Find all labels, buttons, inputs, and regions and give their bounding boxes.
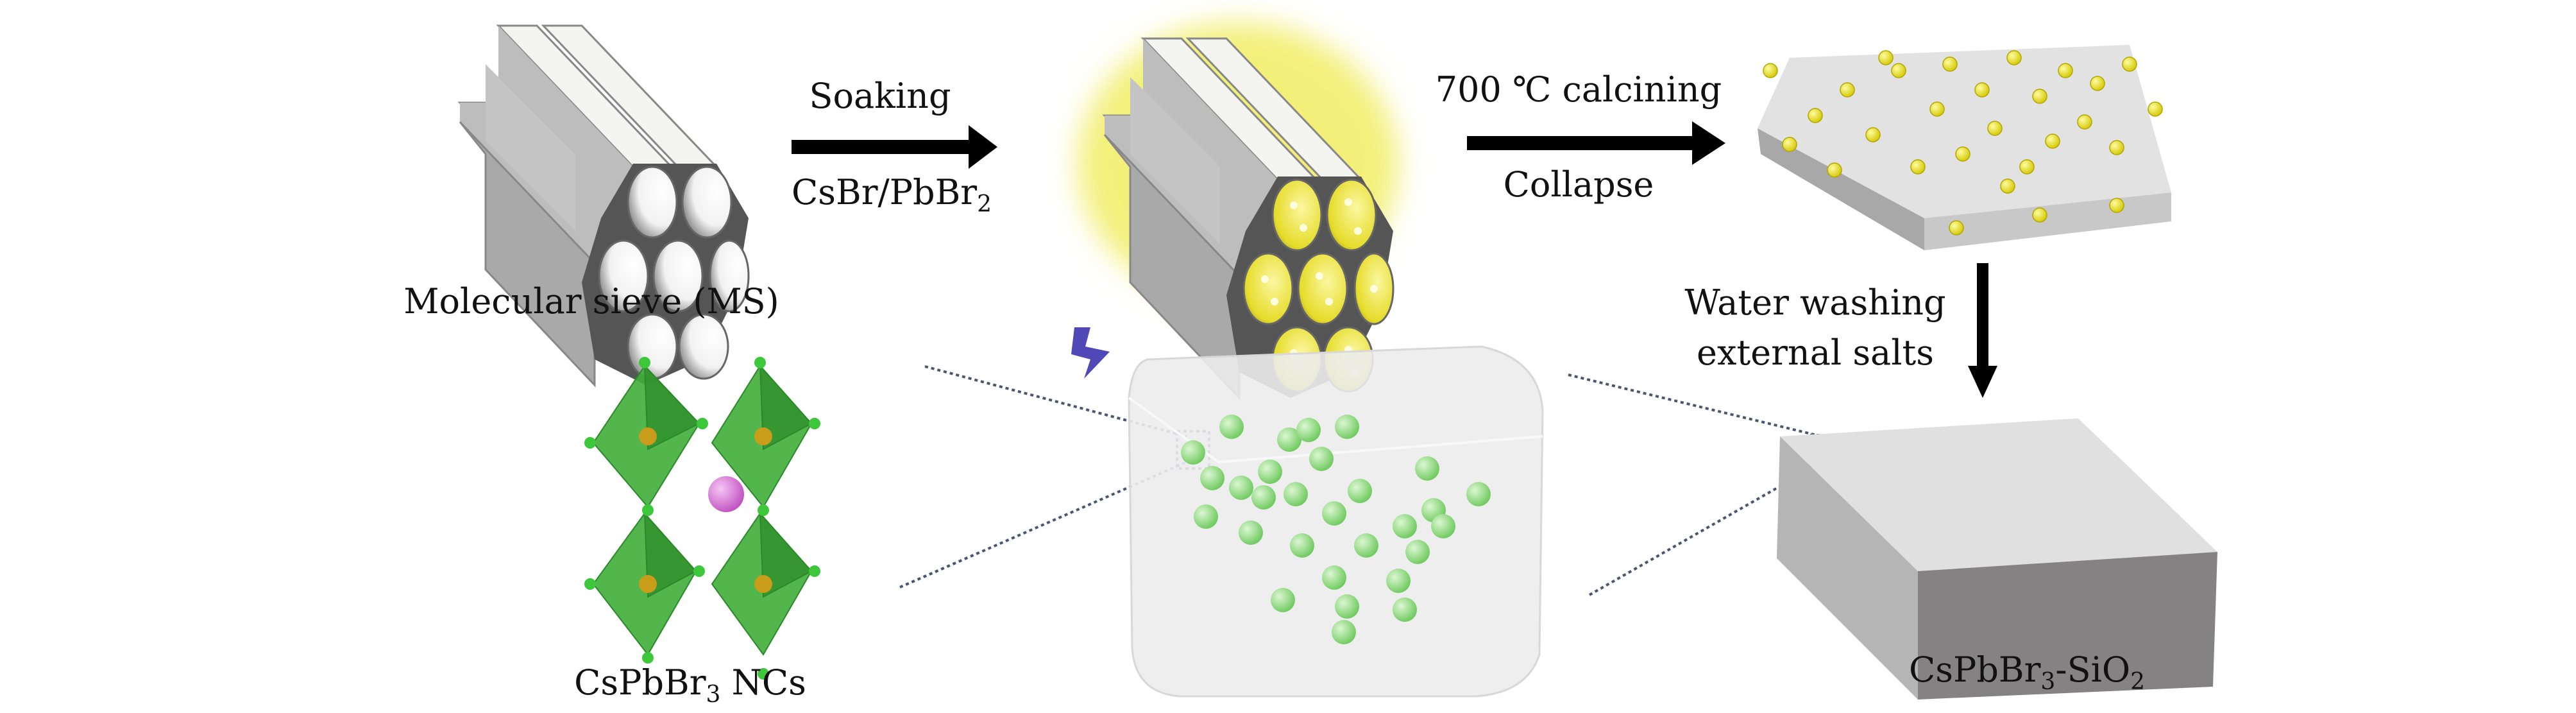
external-salts-label: external salts [1697,332,1934,373]
soaking-arrow [792,125,997,169]
perovskite-crystal-structure [584,357,820,680]
soaking-label: Soaking [809,76,951,116]
collapsed-slab-with-salts [1758,45,2171,250]
pores [598,166,750,380]
precursor-label: CsBr/PbBr2 [792,172,992,218]
cs-atom [708,476,744,512]
molecular-sieve-label: Molecular sieve (MS) [403,281,779,322]
collapse-label: Collapse [1504,164,1654,205]
calcining-label: 700 ℃ calcining [1436,69,1722,110]
loaded-sieve-illustration [1078,22,1398,399]
molecular-sieve-illustration [459,24,750,386]
lightning-icon [1071,327,1110,379]
composite-slab [1777,418,2217,700]
nanocrystal-label: CsPbBr3 NCs [574,662,806,708]
water-washing-label: Water washing [1684,282,1945,323]
silica-box-with-nanocrystals [1128,345,1544,698]
calcining-arrow [1467,121,1725,165]
composite-label: CsPbBr3-SiO2 [1909,649,2145,695]
washing-arrow [1968,263,1997,398]
